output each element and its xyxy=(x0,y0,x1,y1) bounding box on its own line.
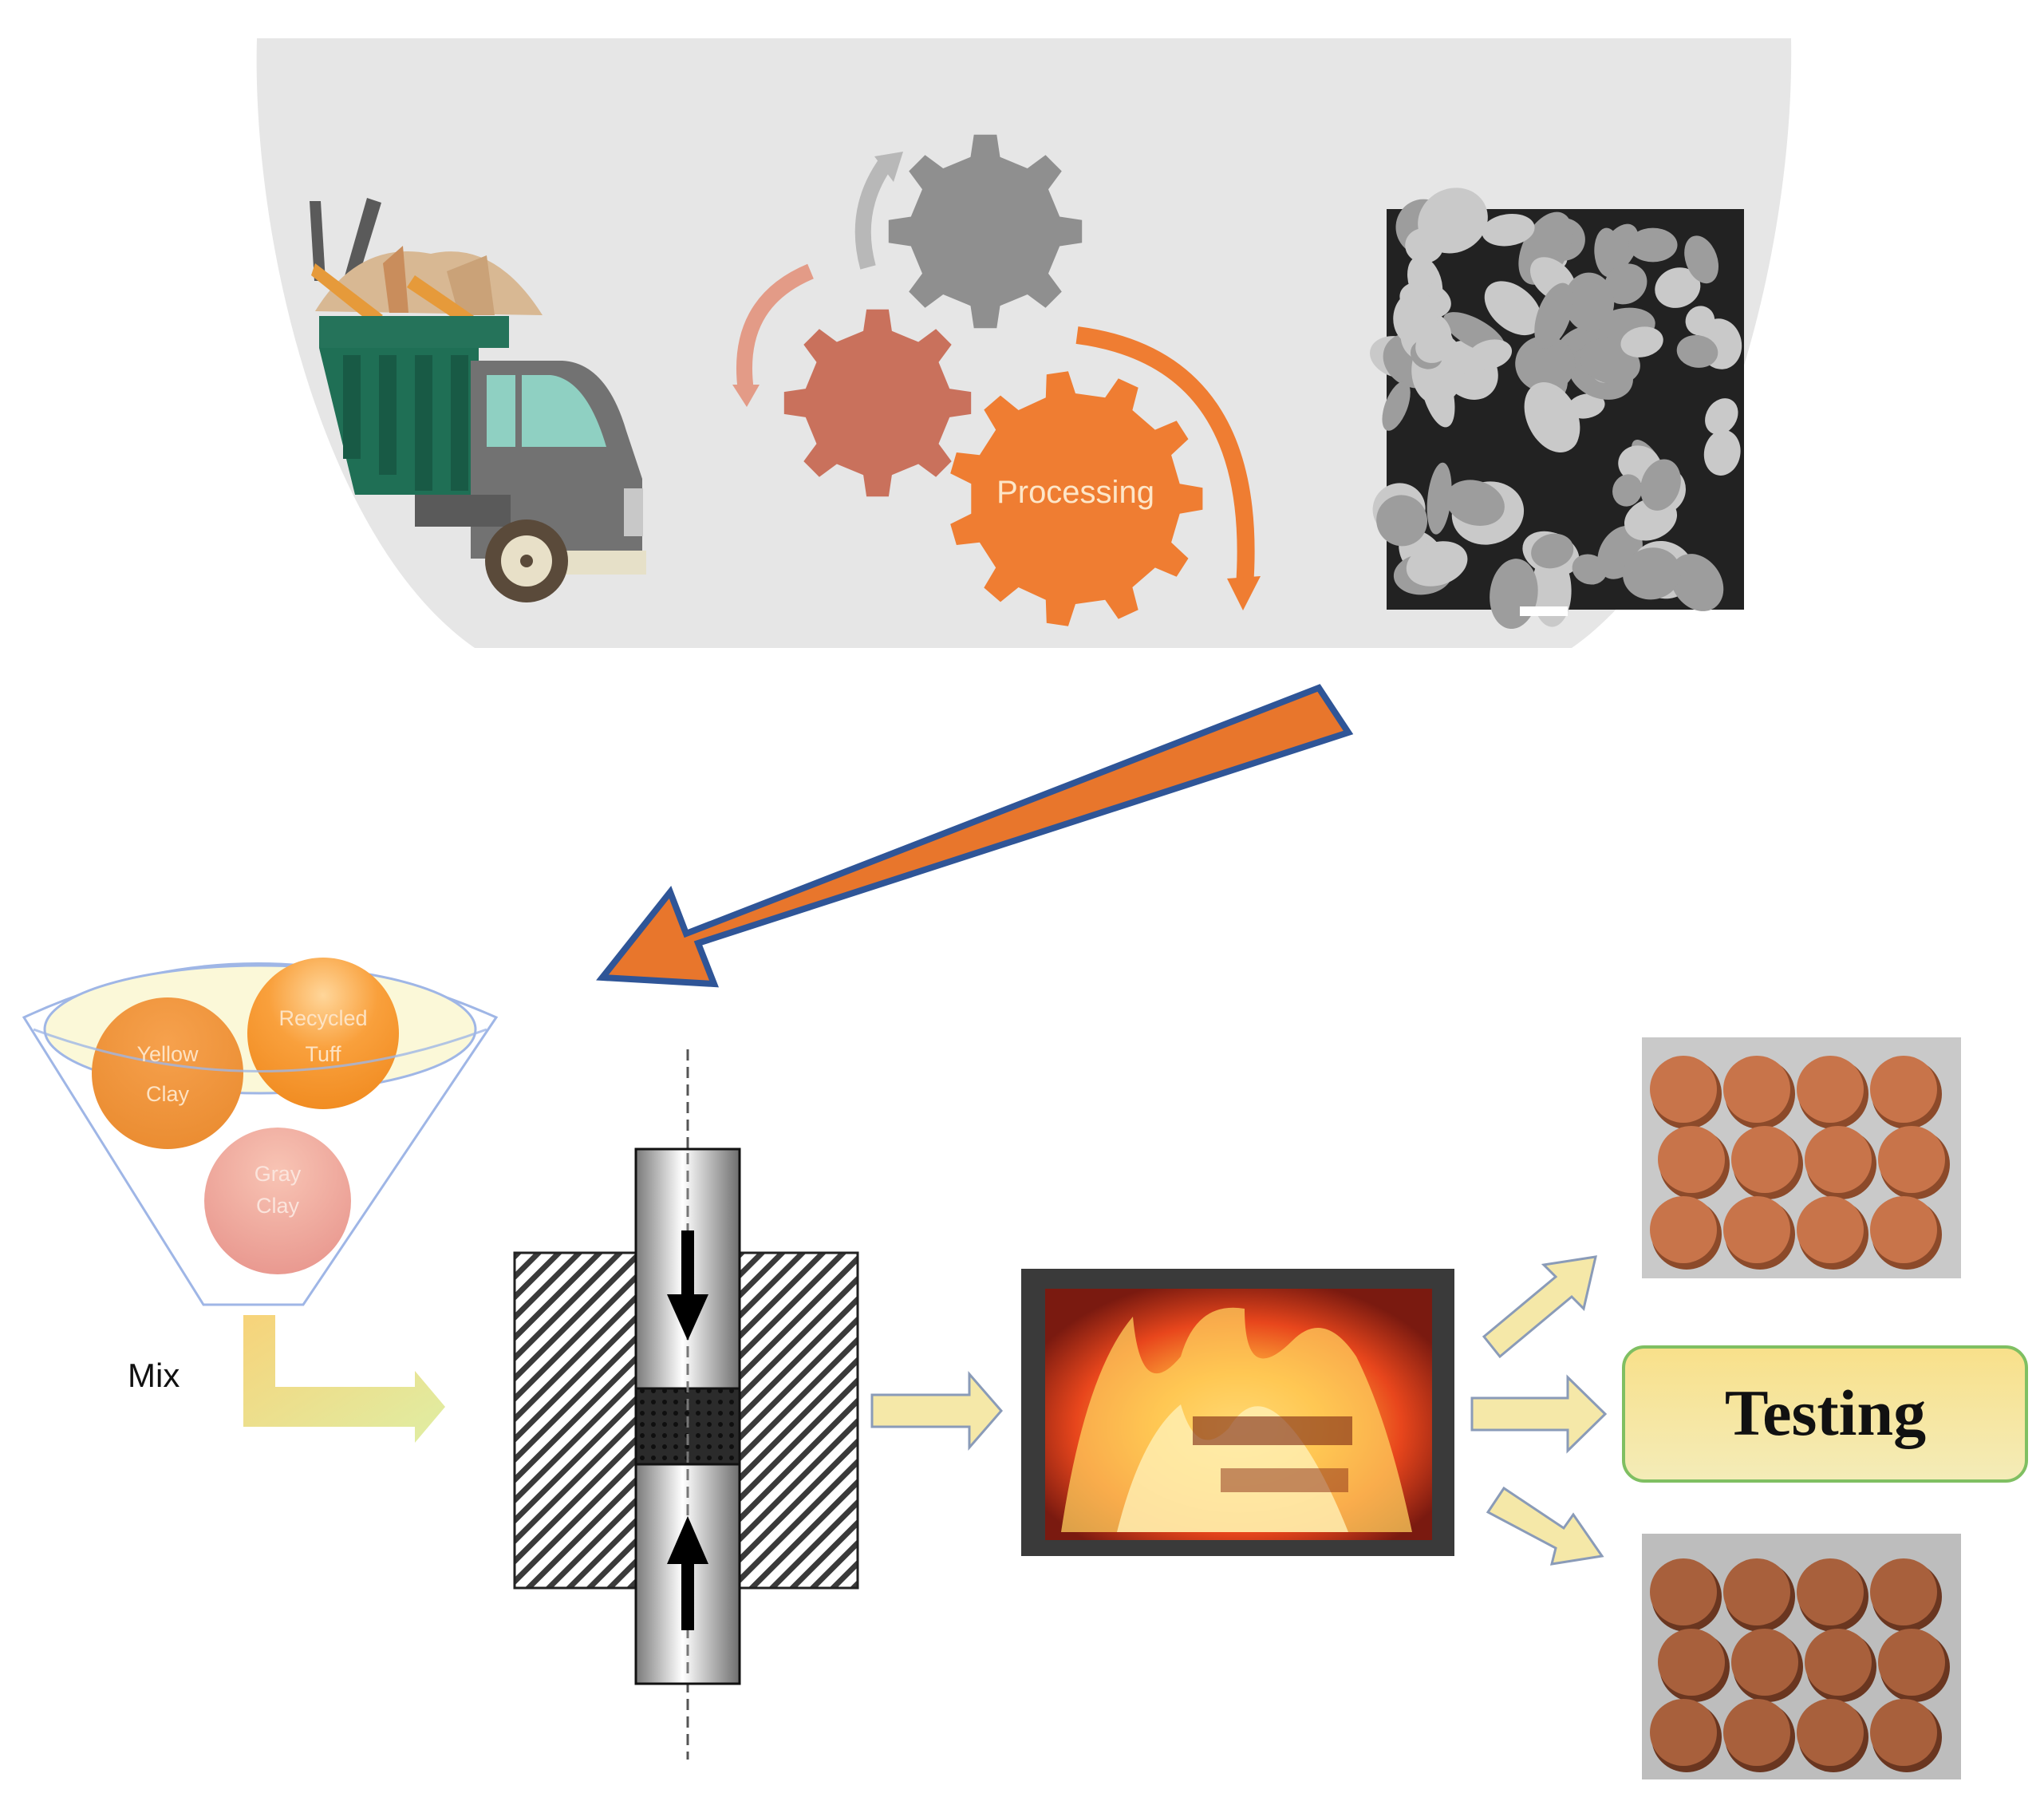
fired-samples-photo-bottom xyxy=(1642,1534,1961,1779)
processing-label: Processing xyxy=(996,475,1154,510)
orange-flow-arrow xyxy=(596,684,1354,988)
mix-arrow xyxy=(243,1315,445,1443)
arrow-to-top-samples xyxy=(1482,1255,1597,1359)
funnel-icon xyxy=(22,958,499,1306)
arrow-to-bottom-samples xyxy=(1486,1486,1604,1566)
fired-samples-photo-top xyxy=(1642,1037,1961,1278)
gear-orange xyxy=(950,371,1203,626)
garbage-truck-icon xyxy=(310,198,646,602)
gear-red xyxy=(783,309,972,497)
gray-clay-label-line2: Clay xyxy=(256,1194,300,1218)
recycled-tuff-label-line1: Recycled xyxy=(278,1006,367,1030)
recycled-tuff-label-line2: Tuff xyxy=(305,1042,341,1066)
compaction-die-diagram xyxy=(513,1049,859,1760)
testing-label: Testing xyxy=(1725,1376,1926,1449)
testing-box xyxy=(1622,1345,2028,1483)
mix-label: Mix xyxy=(128,1357,180,1394)
sem-micrograph-image xyxy=(1370,188,1744,630)
gears-icon xyxy=(732,152,1261,610)
gray-clay-label-line1: Gray xyxy=(255,1162,302,1186)
arrow-to-furnace xyxy=(870,1370,1003,1452)
yellow-clay-label-line2: Clay xyxy=(146,1082,190,1106)
yellow-clay-label-line1: Yellow xyxy=(136,1042,199,1066)
kiln-fire-photo xyxy=(1021,1269,1454,1556)
arrow-to-testing xyxy=(1470,1374,1608,1454)
gear-gray xyxy=(888,134,1083,329)
